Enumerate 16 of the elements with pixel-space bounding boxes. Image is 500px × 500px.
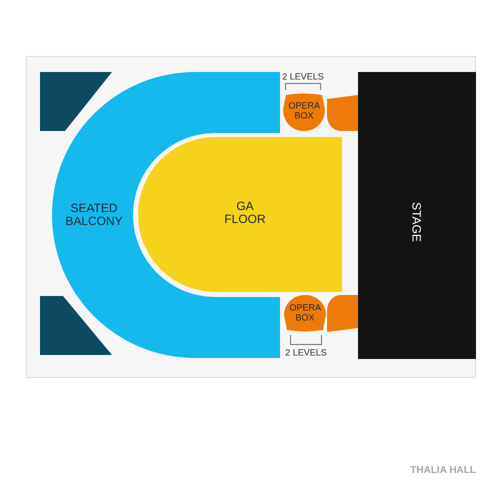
stage [358,72,476,359]
seating-block [40,296,112,355]
section-label: OPERA BOX [288,101,320,121]
section-label: OPERA BOX [290,303,320,323]
opera-box-section [284,295,326,332]
floor-section [138,137,342,292]
caption: THALIA HALL [410,465,476,476]
seating-block [327,295,358,332]
level-note: 2 LEVELS [285,348,327,358]
stage-label: STAGE [410,202,422,242]
level-note: 2 LEVELS [282,72,324,82]
section-label: SEATED BALCONY [65,202,123,228]
section-label: GA FLOOR [224,200,266,226]
opera-box-section [283,93,325,131]
seating-block [40,72,112,131]
balcony-section [52,72,280,358]
